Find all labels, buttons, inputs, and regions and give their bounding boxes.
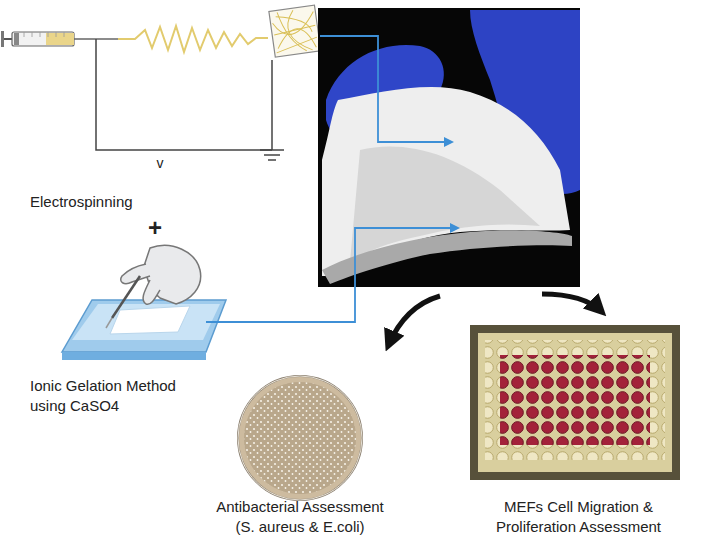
fiber-jet [118, 26, 268, 52]
voltage-label: v [150, 153, 170, 173]
syringe [1, 31, 118, 47]
assay-label: Antibacterial Assessment [190, 497, 410, 517]
method-label: Electrospinning [30, 192, 180, 212]
leader-line [206, 36, 458, 322]
well-plate [470, 325, 680, 480]
plus-sign: + [140, 214, 170, 242]
gloved-hand [106, 245, 201, 328]
assay-label: MEFs Cell Migration & Proliferation Asse… [476, 497, 681, 537]
method-label: Ionic Gelation Method using CaSO4 [30, 376, 205, 416]
organism-label: (S. aureus & E.coli) [190, 517, 410, 537]
material-photo [318, 8, 580, 287]
fiber-mat [269, 5, 321, 57]
petri-dish [238, 376, 362, 500]
circuit-wire [96, 39, 284, 160]
gelation-tray [62, 300, 226, 360]
